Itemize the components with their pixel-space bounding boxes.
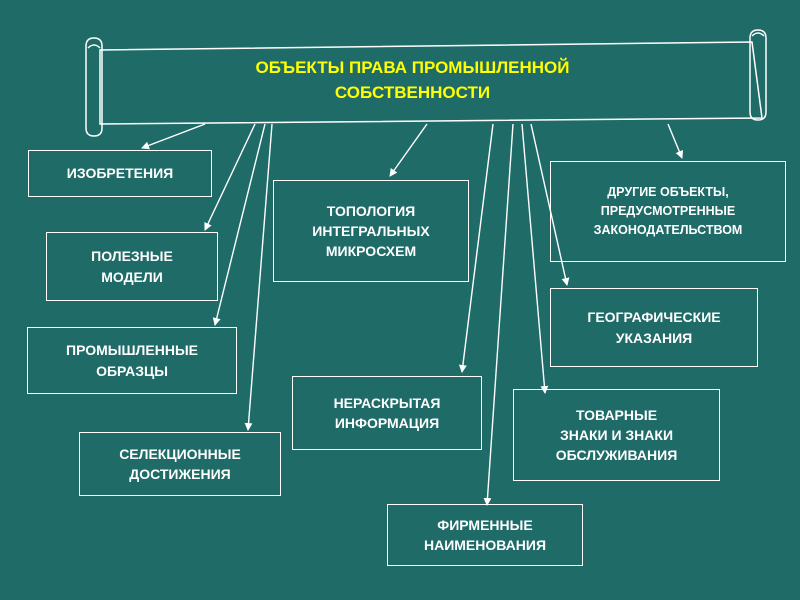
box-industrial-designs: ПРОМЫШЛЕННЫЕ ОБРАЗЦЫ (27, 327, 237, 394)
arrow-to-other-objects (667, 123, 684, 159)
box-trademarks: ТОВАРНЫЕ ЗНАКИ И ЗНАКИ ОБСЛУЖИВАНИЯ (513, 389, 720, 481)
arrow-to-geographic-indications (530, 123, 570, 286)
box-trade-names: ФИРМЕННЫЕ НАИМЕНОВАНИЯ (387, 504, 583, 566)
arrow-to-industrial-designs (212, 123, 266, 326)
box-utility-models: ПОЛЕЗНЫЕ МОДЕЛИ (46, 232, 218, 301)
arrow-to-inventions (141, 123, 206, 150)
box-breeding-achievements: СЕЛЕКЦИОННЫЕ ДОСТИЖЕНИЯ (79, 432, 281, 496)
title-scroll-banner (85, 29, 767, 137)
arrow-to-utility-models (204, 123, 256, 231)
arrow-to-breeding-achievements (244, 123, 273, 431)
diagram-title: ОБЪЕКТЫ ПРАВА ПРОМЫШЛЕННОЙ СОБСТВЕННОСТИ (255, 58, 570, 102)
arrow-to-trade-names (483, 123, 514, 506)
arrow-to-trademarks (521, 123, 549, 394)
box-undisclosed-info: НЕРАСКРЫТАЯ ИНФОРМАЦИЯ (292, 376, 482, 450)
box-topology: ТОПОЛОГИЯ ИНТЕГРАЛЬНЫХ МИКРОСХЕМ (273, 180, 469, 282)
connector-arrows (141, 123, 684, 506)
box-inventions: ИЗОБРЕТЕНИЯ (28, 150, 212, 197)
box-geographic-indications: ГЕОГРАФИЧЕСКИЕ УКАЗАНИЯ (550, 288, 758, 367)
arrow-to-undisclosed-info (458, 123, 494, 373)
arrow-to-topology (389, 123, 428, 177)
box-other-objects: ДРУГИЕ ОБЪЕКТЫ, ПРЕДУСМОТРЕННЫЕ ЗАКОНОДА… (550, 161, 786, 262)
